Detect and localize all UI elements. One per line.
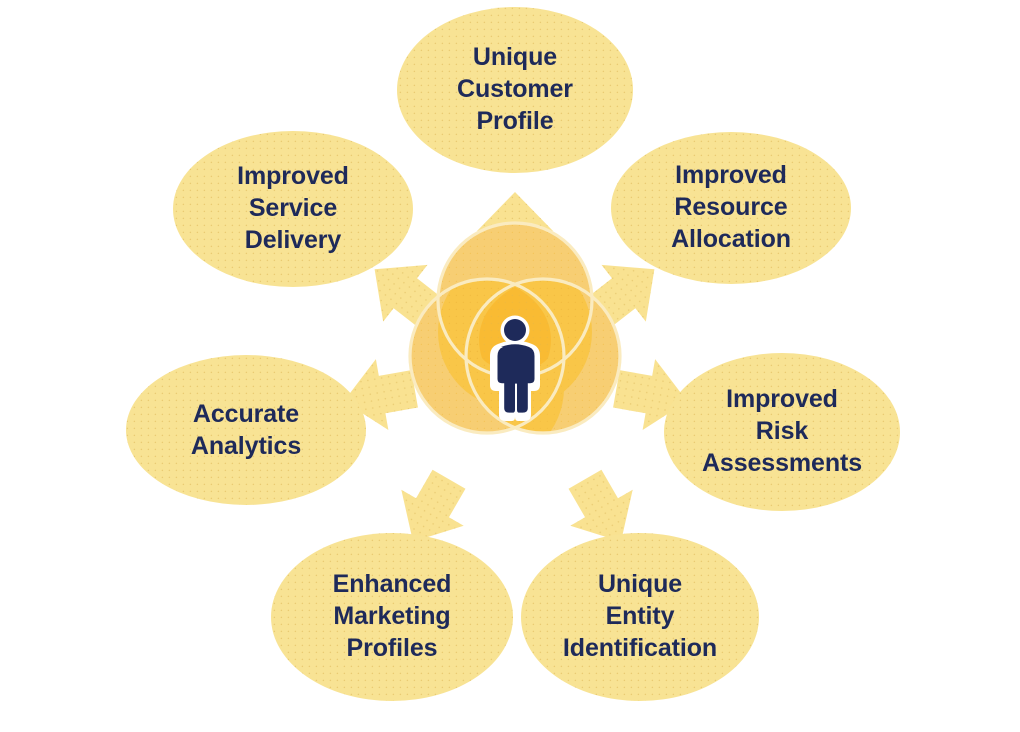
arrow-bottom-left xyxy=(401,469,466,542)
node-ellipse-improved-resource-allocation[interactable] xyxy=(611,132,851,284)
node-ellipse-improved-service-delivery[interactable] xyxy=(173,131,413,287)
node-ellipse-unique-entity-identification[interactable] xyxy=(521,533,759,701)
arrow-bottom-right xyxy=(568,469,633,542)
node-ellipse-improved-risk-assessments[interactable] xyxy=(664,353,900,511)
arrow-group xyxy=(343,192,688,542)
node-ellipse-accurate-analytics[interactable] xyxy=(126,355,366,505)
venn-hub[interactable] xyxy=(408,221,622,435)
person-icon xyxy=(490,315,540,421)
ellipse-group xyxy=(126,7,900,701)
node-ellipse-unique-customer-profile[interactable] xyxy=(397,7,633,173)
node-ellipse-enhanced-marketing-profiles[interactable] xyxy=(271,533,513,701)
